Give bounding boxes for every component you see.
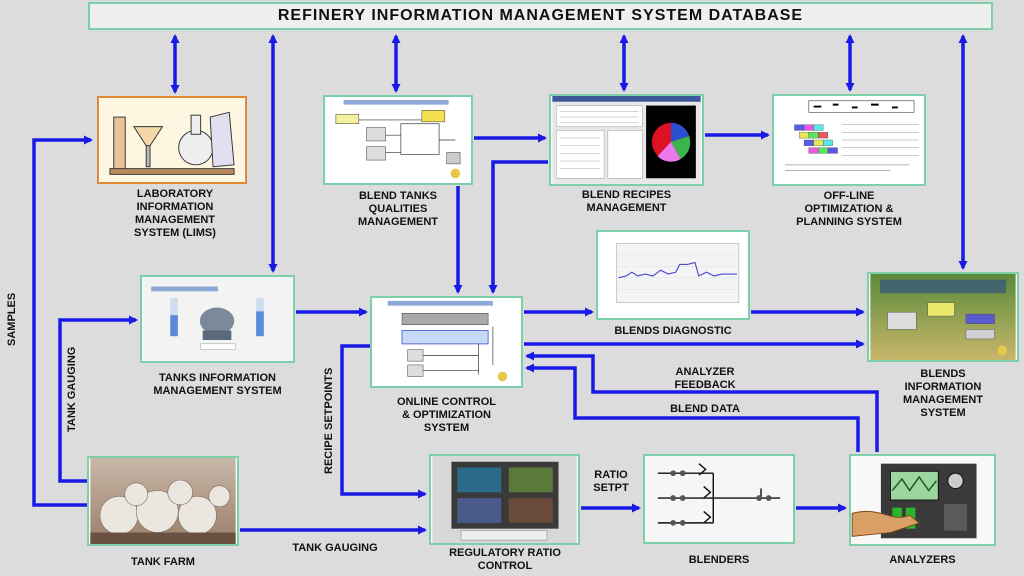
blends-diagnostic-label: BLENDS DIAGNOSTIC	[614, 325, 732, 337]
blends-info-image	[867, 272, 1019, 362]
blenders-image	[643, 454, 795, 544]
tanks-info-label: TANKS INFORMATION MANAGEMENT SYSTEM	[153, 372, 282, 397]
tank-farm-image	[87, 456, 239, 546]
blends-diagnostic-image	[596, 230, 750, 320]
ratio-setpt-label: RATIO SETPT	[593, 469, 629, 494]
analyzer-feedback-flow	[525, 351, 879, 452]
recipe-setpoints-flow	[340, 344, 427, 499]
analyzers-label: ANALYZERS	[889, 554, 956, 566]
online-control-image	[370, 296, 523, 388]
blend-data-label: BLEND DATA	[670, 403, 740, 415]
tank-gauging-up-flow	[58, 315, 138, 483]
lims-label: LABORATORY INFORMATION MANAGEMENT SYSTEM…	[134, 188, 216, 239]
analyzers-image	[849, 454, 996, 546]
regulatory-ratio-label: REGULATORY RATIO CONTROL	[449, 547, 561, 572]
offline-optimization-label: OFF-LINE OPTIMIZATION & PLANNING SYSTEM	[796, 190, 902, 228]
tank-gauging-horizontal-label: TANK GAUGING	[292, 542, 378, 554]
blend-tanks-label: BLEND TANKS QUALITIES MANAGEMENT	[357, 190, 439, 228]
lims-image	[97, 96, 247, 184]
blenders-label: BLENDERS	[688, 554, 750, 566]
recipe-setpoints-label: RECIPE SETPOINTS	[323, 367, 335, 474]
blend-data-flow	[525, 363, 860, 452]
tank-farm-label: TANK FARM	[131, 556, 195, 568]
blend-recipes-image	[549, 94, 704, 186]
regulatory-ratio-image	[429, 454, 580, 545]
samples-flow	[32, 135, 93, 507]
rims-database-banner: REFINERY INFORMATION MANAGEMENT SYSTEM D…	[88, 2, 993, 30]
online-control-label: ONLINE CONTROL & OPTIMIZATION SYSTEM	[397, 396, 496, 434]
tanks-info-image	[140, 275, 295, 363]
diagram-title: REFINERY INFORMATION MANAGEMENT SYSTEM D…	[277, 7, 804, 24]
blend-recipes-label: BLEND RECIPES MANAGEMENT	[581, 189, 672, 214]
blends-info-label: BLENDS INFORMATION MANAGEMENT SYSTEM	[902, 368, 984, 419]
analyzer-feedback-label: ANALYZER FEEDBACK	[674, 366, 736, 391]
tank-gauging-vertical-label: TANK GAUGING	[66, 346, 78, 432]
recipes-to-online	[488, 160, 548, 294]
samples-label: SAMPLES	[6, 292, 18, 346]
blend-tanks-image	[323, 95, 473, 185]
offline-optimization-image	[772, 94, 926, 186]
